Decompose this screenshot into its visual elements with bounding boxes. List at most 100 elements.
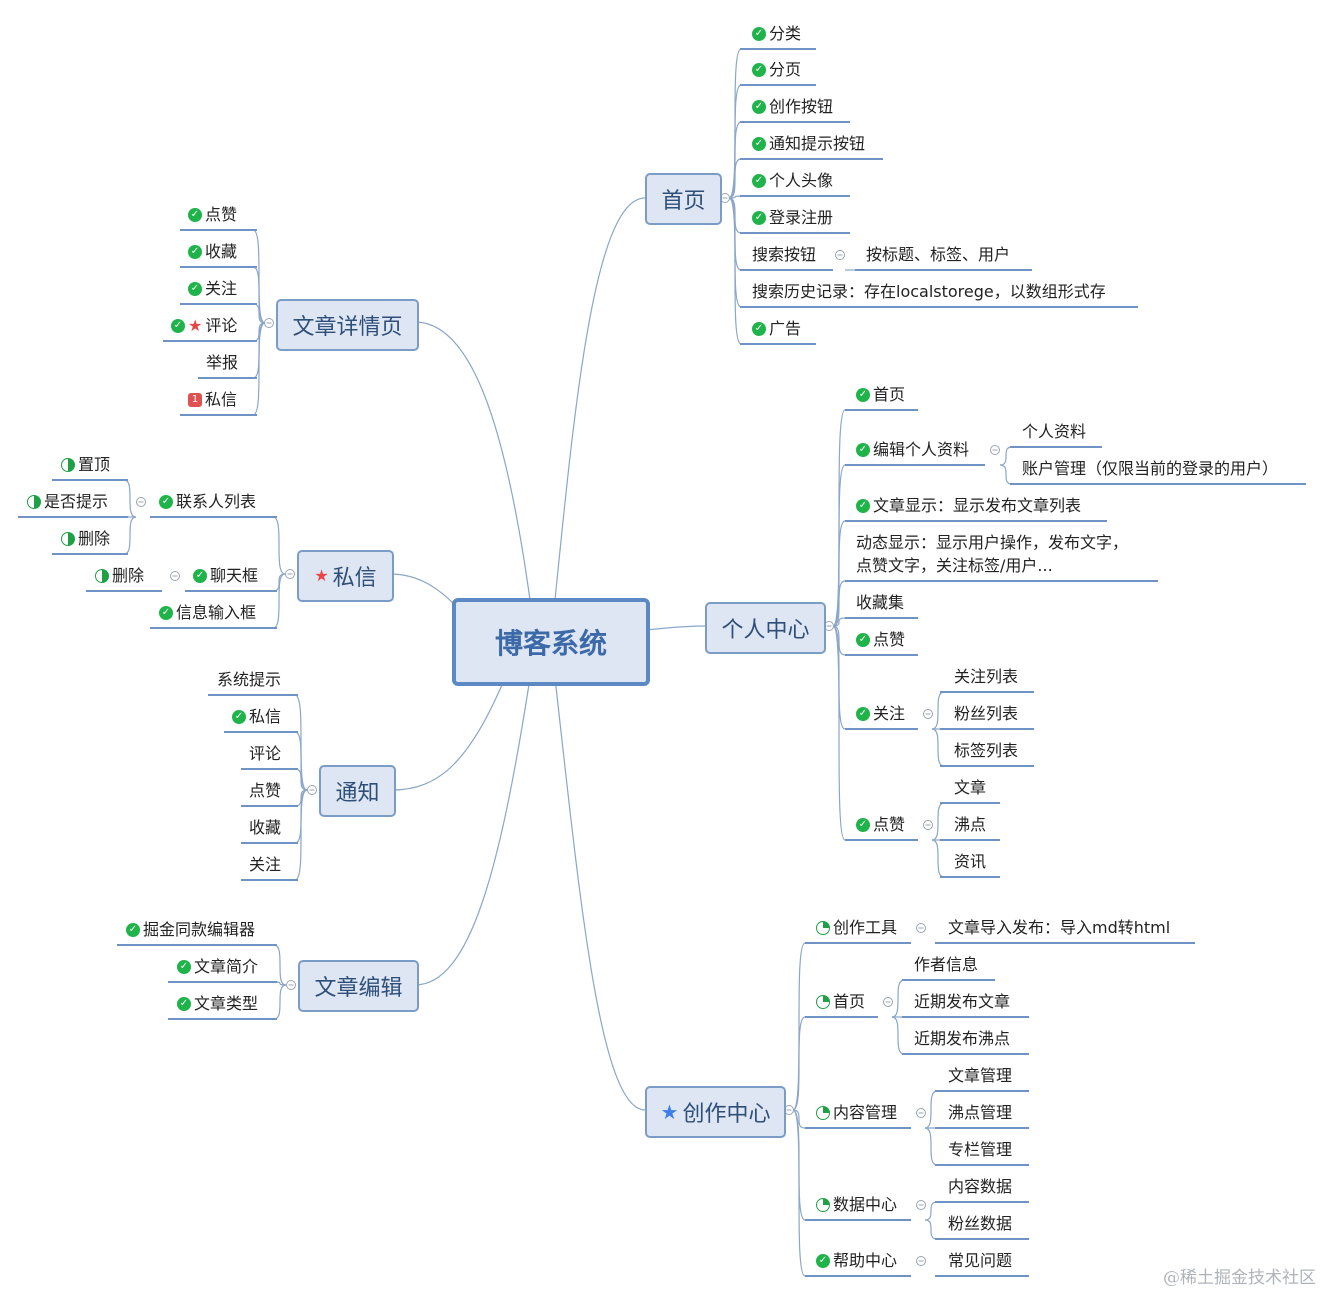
home-ads-label: 广告	[769, 319, 802, 338]
msg-pin[interactable]: 置顶	[61, 455, 110, 475]
cc-help[interactable]: ✓帮助中心	[816, 1251, 897, 1271]
cc-help-label: 帮助中心	[833, 1251, 898, 1270]
check-icon: ✓	[752, 322, 766, 336]
ae-summary[interactable]: ✓文章简介	[177, 957, 258, 977]
home-search-history[interactable]: 搜索历史记录：存在localstorege，以数组形式存	[752, 282, 1106, 302]
pc-dynamic-line2[interactable]: 点赞文字，关注标签/用户...	[856, 556, 1053, 576]
nt-system[interactable]: 系统提示	[217, 670, 281, 690]
pc-follow-list[interactable]: 关注列表	[954, 667, 1018, 687]
cc-article-mgmt[interactable]: 文章管理	[948, 1066, 1012, 1086]
check-icon: ✓	[159, 606, 173, 620]
pc-tag-list[interactable]: 标签列表	[954, 741, 1018, 761]
home-search-button[interactable]: 搜索按钮	[752, 245, 816, 265]
ae-editor[interactable]: ✓掘金同款编辑器	[126, 920, 255, 940]
msg-del1[interactable]: 删除	[61, 529, 110, 549]
check-icon: ✓	[856, 499, 870, 513]
star-icon: ★	[188, 316, 203, 335]
home-search-by-label: 按标题、标签、用户	[866, 245, 1011, 264]
msg-remind[interactable]: 是否提示	[27, 492, 108, 512]
pc-likes[interactable]: ✓点赞	[856, 630, 905, 650]
ad-follow-label: 关注	[205, 279, 238, 298]
cc-tools[interactable]: 创作工具	[816, 918, 897, 938]
check-icon: ✓	[816, 1254, 830, 1268]
pc-home-label: 首页	[873, 385, 906, 404]
ad-collect[interactable]: ✓收藏	[188, 242, 237, 262]
msg-chat[interactable]: ✓聊天框	[193, 566, 258, 586]
cc-content-mgmt[interactable]: 内容管理	[816, 1103, 897, 1123]
home-paging[interactable]: ✓分页	[752, 60, 801, 80]
pc-account[interactable]: 账户管理（仅限当前的登录的用户）	[1022, 459, 1278, 479]
branch-creator-center[interactable]: ★创作中心	[645, 1086, 786, 1138]
home-avatar[interactable]: ✓个人头像	[752, 171, 833, 191]
ad-like[interactable]: ✓点赞	[188, 205, 237, 225]
connector	[554, 197, 646, 601]
pc-like-article[interactable]: 文章	[954, 778, 986, 798]
msg-contacts[interactable]: ✓联系人列表	[159, 492, 256, 512]
home-login[interactable]: ✓登录注册	[752, 208, 833, 228]
home-category[interactable]: ✓分类	[752, 24, 801, 44]
cc-column-mgmt[interactable]: 专栏管理	[948, 1140, 1012, 1160]
nt-collect[interactable]: 收藏	[249, 818, 281, 838]
pc-like-news[interactable]: 资讯	[954, 852, 986, 872]
connector	[273, 944, 287, 986]
msg-input[interactable]: ✓信息输入框	[159, 603, 256, 623]
branch-personal-center[interactable]: 个人中心	[705, 602, 826, 654]
nt-like[interactable]: 点赞	[249, 781, 281, 801]
msg-del2[interactable]: 删除	[95, 566, 144, 586]
pc-edit-profile[interactable]: ✓编辑个人资料	[856, 440, 969, 460]
branch-notify[interactable]: 通知	[319, 765, 396, 817]
pc-likes-types[interactable]: ✓点赞	[856, 815, 905, 835]
check-icon: ✓	[856, 818, 870, 832]
cc-fans-data-label: 粉丝数据	[948, 1214, 1013, 1233]
branch-home-label: 首页	[661, 189, 706, 214]
pc-fans-list[interactable]: 粉丝列表	[954, 704, 1018, 724]
connector	[832, 625, 846, 841]
home-create-button[interactable]: ✓创作按钮	[752, 97, 833, 117]
cc-pin-mgmt[interactable]: 沸点管理	[948, 1103, 1012, 1123]
cc-recent-articles[interactable]: 近期发布文章	[914, 992, 1010, 1012]
branch-message[interactable]: ★私信	[297, 550, 394, 602]
home-ads[interactable]: ✓广告	[752, 319, 801, 339]
cc-tools-label: 创作工具	[833, 918, 898, 937]
connector	[931, 802, 945, 841]
pc-follow[interactable]: ✓关注	[856, 704, 905, 724]
ad-report[interactable]: 举报	[206, 353, 238, 373]
cc-author-info[interactable]: 作者信息	[914, 955, 978, 975]
home-search-by[interactable]: 按标题、标签、用户	[866, 245, 1010, 265]
pc-dynamic-line1[interactable]: 动态显示：显示用户操作，发布文字，	[856, 533, 1128, 553]
connector	[792, 1016, 806, 1111]
ad-comment[interactable]: ✓★评论	[171, 316, 237, 336]
ad-collect-label: 收藏	[205, 242, 238, 261]
cc-fans-data[interactable]: 粉丝数据	[948, 1214, 1012, 1234]
connector	[832, 580, 846, 627]
cc-recent-pins[interactable]: 近期发布沸点	[914, 1029, 1010, 1049]
pc-like-pin[interactable]: 沸点	[954, 815, 986, 835]
quarter-progress-icon	[816, 921, 830, 935]
nt-dm[interactable]: ✓私信	[232, 707, 281, 727]
ad-follow[interactable]: ✓关注	[188, 279, 237, 299]
branch-home[interactable]: 首页	[645, 173, 722, 225]
branch-article-detail[interactable]: 文章详情页	[276, 299, 419, 351]
cc-faq[interactable]: 常见问题	[948, 1251, 1012, 1271]
cc-content-data[interactable]: 内容数据	[948, 1177, 1012, 1197]
pc-profile[interactable]: 个人资料	[1022, 422, 1086, 442]
cc-home[interactable]: 首页	[816, 992, 865, 1012]
check-icon: ✓	[752, 27, 766, 41]
check-icon: ✓	[188, 245, 202, 259]
cc-import[interactable]: 文章导入发布：导入md转html	[948, 918, 1170, 938]
nt-follow[interactable]: 关注	[249, 855, 281, 875]
home-notify-button[interactable]: ✓通知提示按钮	[752, 134, 865, 154]
home-login-label: 登录注册	[769, 208, 834, 227]
cc-data-center[interactable]: 数据中心	[816, 1195, 897, 1215]
root-node[interactable]: 博客系统	[452, 598, 650, 686]
connector	[891, 1016, 905, 1055]
pc-home[interactable]: ✓首页	[856, 385, 905, 405]
nt-comment[interactable]: 评论	[249, 744, 281, 764]
ae-type[interactable]: ✓文章类型	[177, 994, 258, 1014]
branch-article-edit[interactable]: 文章编辑	[298, 960, 419, 1012]
pc-favorites[interactable]: 收藏集	[856, 593, 904, 613]
pc-fans-list-label: 粉丝列表	[954, 704, 1019, 723]
pc-article-show[interactable]: ✓文章显示：显示发布文章列表	[856, 496, 1081, 516]
